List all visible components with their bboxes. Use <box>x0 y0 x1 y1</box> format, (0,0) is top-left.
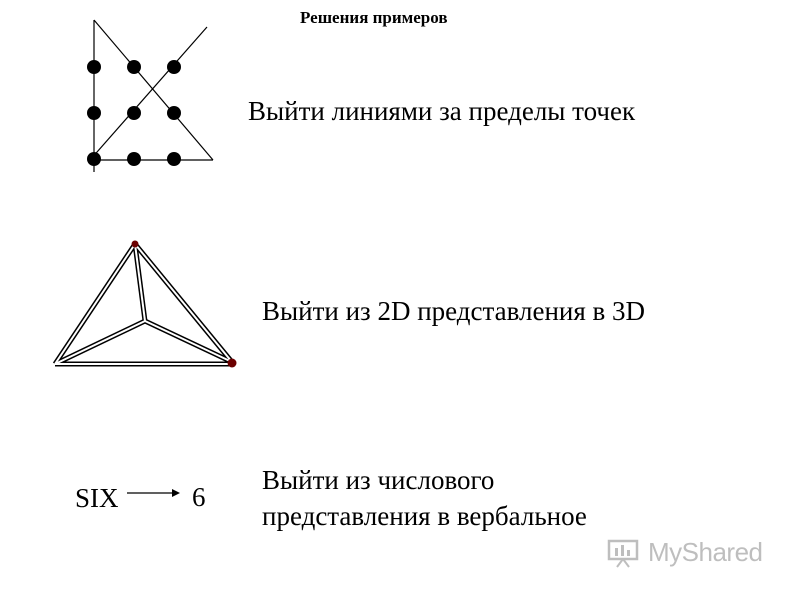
dot <box>167 60 181 74</box>
pyramid-vertex <box>227 358 237 368</box>
dot <box>87 106 101 120</box>
word-six: SIX <box>75 483 119 513</box>
caption-verbal-line-2: представления в вербальное <box>262 501 587 531</box>
arrow-icon <box>127 489 180 497</box>
dot <box>127 106 141 120</box>
dot <box>127 152 141 166</box>
caption-3d: Выйти из 2D представления в 3D <box>262 296 646 326</box>
tetrahedron-figure <box>52 240 237 368</box>
page-title: Решения примеров <box>300 8 448 27</box>
solution-line-4 <box>89 26 208 161</box>
number-six: 6 <box>192 482 206 512</box>
caption-verbal-line-1: Выйти из числового <box>262 465 495 495</box>
dot <box>167 106 181 120</box>
presentation-icon <box>607 539 639 568</box>
solution-line-2 <box>93 19 214 161</box>
caption-dots: Выйти линиями за пределы точек <box>248 96 636 126</box>
caption-verbal: Выйти из числового представления в верба… <box>262 462 587 534</box>
pyramid-vertex <box>131 240 139 248</box>
dot <box>87 60 101 74</box>
watermark-logo: MyShared <box>606 537 763 568</box>
watermark-text: MyShared <box>648 537 763 567</box>
dot <box>167 152 181 166</box>
dot <box>127 60 141 74</box>
dot <box>87 152 101 166</box>
